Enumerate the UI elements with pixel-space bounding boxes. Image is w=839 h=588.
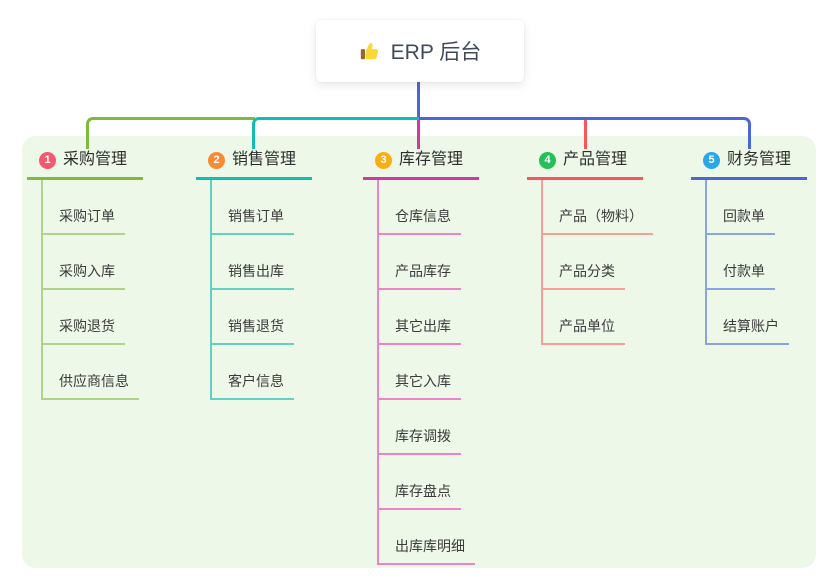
branch-sales-children: 销售订单 销售出库 销售退货 客户信息	[210, 180, 294, 400]
root-title: ERP 后台	[390, 41, 482, 64]
connector-branch-finance	[419, 117, 751, 149]
branch-sales-node[interactable]: 2 销售管理	[196, 150, 312, 180]
branch-finance: 5 财务管理 回款单 付款单 结算账户	[691, 150, 807, 345]
connector-branch-sales	[252, 117, 420, 149]
thumbs-up-icon	[359, 40, 381, 62]
branch-title-label: 库存管理	[399, 151, 464, 168]
root-node[interactable]: ERP 后台	[316, 20, 524, 82]
branch-finance-node[interactable]: 5 财务管理	[691, 150, 807, 180]
branch-number-badge: 4	[539, 151, 556, 169]
branch-title-label: 产品管理	[563, 151, 628, 168]
child-node[interactable]: 采购入库	[43, 235, 125, 290]
child-node[interactable]: 产品分类	[543, 235, 625, 290]
branch-purchase-node[interactable]: 1 采购管理	[27, 150, 143, 180]
branch-inventory-node[interactable]: 3 库存管理	[363, 150, 479, 180]
branch-title-label: 采购管理	[63, 151, 128, 168]
child-node[interactable]: 采购订单	[43, 180, 125, 235]
branch-product-node[interactable]: 4 产品管理	[527, 150, 643, 180]
mindmap-panel	[22, 136, 816, 568]
child-node[interactable]: 产品（物料）	[543, 180, 653, 235]
branch-title-label: 销售管理	[232, 151, 297, 168]
branch-number-badge: 3	[375, 151, 392, 169]
branch-number-badge: 5	[703, 151, 720, 169]
child-node[interactable]: 产品单位	[543, 290, 625, 345]
child-node[interactable]: 客户信息	[212, 345, 294, 400]
child-node[interactable]: 供应商信息	[43, 345, 139, 400]
branch-product-children: 产品（物料） 产品分类 产品单位	[541, 180, 653, 345]
connector-branch-purchase	[86, 117, 255, 149]
branch-product: 4 产品管理 产品（物料） 产品分类 产品单位	[527, 150, 653, 345]
child-node[interactable]: 销售退货	[212, 290, 294, 345]
connector-root	[417, 82, 420, 118]
branch-purchase: 1 采购管理 采购订单 采购入库 采购退货 供应商信息	[27, 150, 143, 400]
connector-branch-product	[584, 120, 587, 149]
branch-inventory-children: 仓库信息 产品库存 其它出库 其它入库 库存调拨 库存盘点 出库库明细	[377, 180, 475, 565]
child-node[interactable]: 回款单	[707, 180, 775, 235]
child-node[interactable]: 采购退货	[43, 290, 125, 345]
branch-finance-children: 回款单 付款单 结算账户	[705, 180, 789, 345]
child-node[interactable]: 其它入库	[379, 345, 461, 400]
child-node[interactable]: 产品库存	[379, 235, 461, 290]
child-node[interactable]: 付款单	[707, 235, 775, 290]
child-node[interactable]: 其它出库	[379, 290, 461, 345]
child-node[interactable]: 库存盘点	[379, 455, 461, 510]
branch-title-label: 财务管理	[727, 151, 792, 168]
child-node[interactable]: 销售订单	[212, 180, 294, 235]
child-node[interactable]: 销售出库	[212, 235, 294, 290]
child-node[interactable]: 仓库信息	[379, 180, 461, 235]
branch-purchase-children: 采购订单 采购入库 采购退货 供应商信息	[41, 180, 139, 400]
branch-inventory: 3 库存管理 仓库信息 产品库存 其它出库 其它入库 库存调拨 库存盘点 出库库…	[363, 150, 479, 565]
child-node[interactable]: 库存调拨	[379, 400, 461, 455]
child-node[interactable]: 出库库明细	[379, 510, 475, 565]
child-node[interactable]: 结算账户	[707, 290, 789, 345]
branch-number-badge: 1	[39, 151, 56, 169]
branch-sales: 2 销售管理 销售订单 销售出库 销售退货 客户信息	[196, 150, 312, 400]
branch-number-badge: 2	[208, 151, 225, 169]
connector-branch-inventory	[417, 120, 420, 149]
